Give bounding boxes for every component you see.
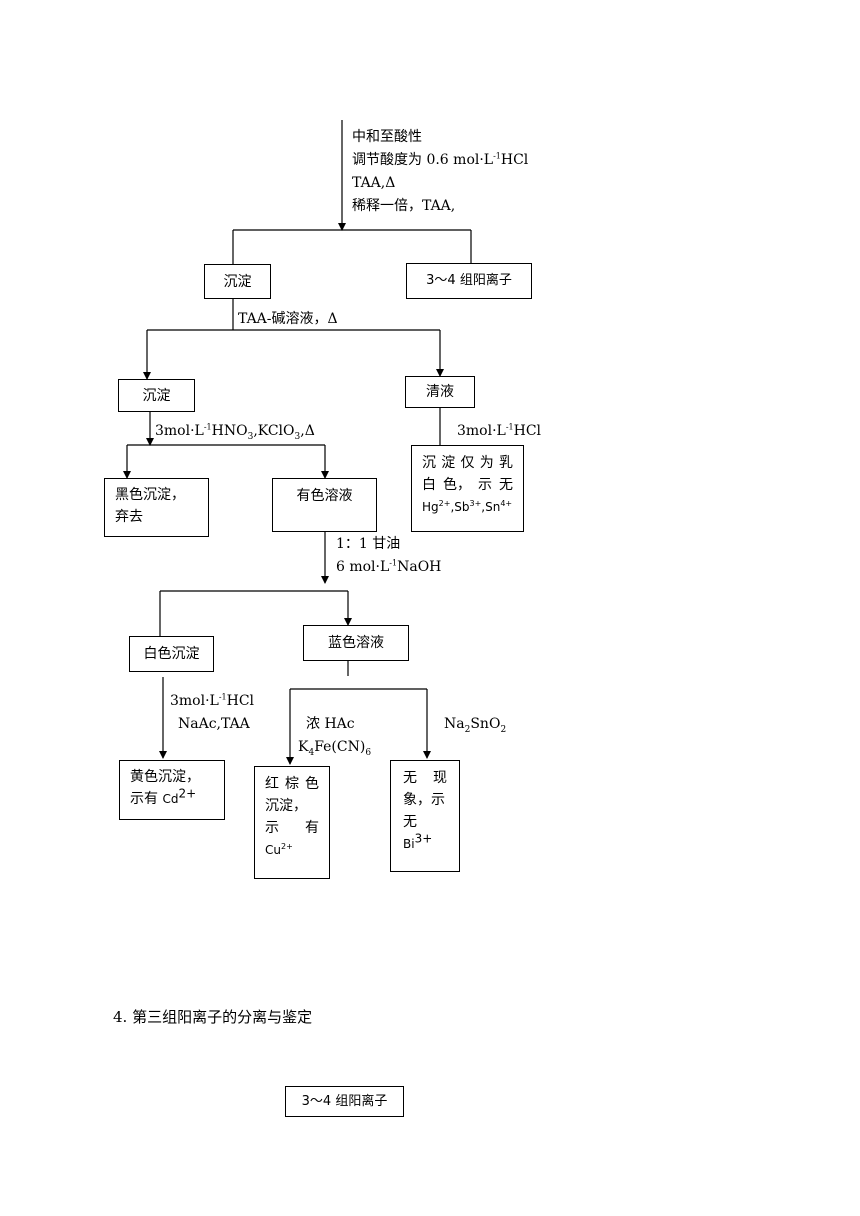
white-precipitate-box: 白色沉淀 bbox=[129, 636, 214, 672]
bi-box-line1: 无现 bbox=[403, 770, 447, 786]
glycerol-step-line2: 6 mol·L-1NaOH bbox=[336, 558, 442, 575]
precipitate-box-2: 沉淀 bbox=[118, 379, 195, 412]
bi-result-box: 无现 象，示 无 Bi3+ bbox=[390, 760, 460, 872]
section-heading: 4. 第三组阳离子的分离与鉴定 bbox=[113, 1008, 313, 1026]
glycerol-step-line1: 1：1 甘油 bbox=[336, 536, 401, 552]
colored-solution-box: 有色溶液 bbox=[272, 478, 377, 532]
cu-box-line1: 红棕色 bbox=[265, 776, 319, 792]
group-3-4-cations-box-bottom: 3～4 组阳离子 bbox=[285, 1086, 404, 1117]
bi-step-label: Na2SnO2 bbox=[444, 716, 507, 735]
black-precipitate-box: 黑色沉淀， 弃去 bbox=[104, 478, 209, 537]
taa-alkaline-step-label: TAA-碱溶液，Δ bbox=[238, 311, 338, 327]
milky-precipitate-result-box: 沉淀仅为乳 白色，示无 Hg2+,Sb3+,Sn4+ bbox=[411, 445, 524, 532]
bi-box-line3: 无 Bi3+ bbox=[403, 814, 433, 851]
step1-reagent-line4: 稀释一倍，TAA, bbox=[352, 198, 456, 214]
clear-liquid-box: 清液 bbox=[405, 376, 475, 408]
hcl-right-step-label: 3mol·L-1HCl bbox=[457, 422, 542, 439]
precipitate-box-1: 沉淀 bbox=[204, 264, 271, 299]
cu-result-box: 红棕色 沉淀， 示有 Cu2+ bbox=[254, 766, 330, 879]
milky-box-line1: 沉淀仅为乳 bbox=[422, 455, 513, 471]
blue-solution-box: 蓝色溶液 bbox=[303, 625, 409, 661]
step1-reagent-line3: TAA,Δ bbox=[352, 175, 396, 191]
cd-step-line2: NaAc,TAA bbox=[178, 716, 250, 732]
cd-result-box: 黄色沉淀， 示有 Cd2+ bbox=[119, 760, 225, 820]
cu-box-ion: Cu2+ bbox=[265, 842, 293, 858]
hno3-kclo3-step-label: 3mol·L-1HNO3,KClO3,Δ bbox=[155, 422, 315, 442]
cu-box-line2: 沉淀， bbox=[265, 798, 307, 814]
step1-reagent-line1: 中和至酸性 bbox=[352, 129, 422, 145]
cd-step-line1: 3mol·L-1HCl bbox=[170, 692, 255, 709]
cu-box-line3: 示有 bbox=[265, 820, 319, 836]
bi-box-line2: 象，示 bbox=[403, 792, 445, 808]
cu-step-line1: 浓 HAc bbox=[306, 716, 355, 732]
black-box-line2: 弃去 bbox=[115, 509, 143, 525]
black-box-line1: 黑色沉淀， bbox=[115, 487, 185, 503]
step1-reagent-line2: 调节酸度为 0.6 mol·L-1HCl bbox=[352, 151, 529, 168]
milky-box-line2: 白色，示无 bbox=[422, 477, 513, 493]
cd-box-line1: 黄色沉淀， bbox=[130, 769, 200, 785]
group-3-4-cations-box-top: 3～4 组阳离子 bbox=[406, 263, 532, 299]
cd-box-line2: 示有 Cd2+ bbox=[130, 786, 197, 807]
milky-box-ions: Hg2+,Sb3+,Sn4+ bbox=[422, 499, 513, 515]
cu-step-line2: K4Fe(CN)6 bbox=[298, 739, 372, 758]
